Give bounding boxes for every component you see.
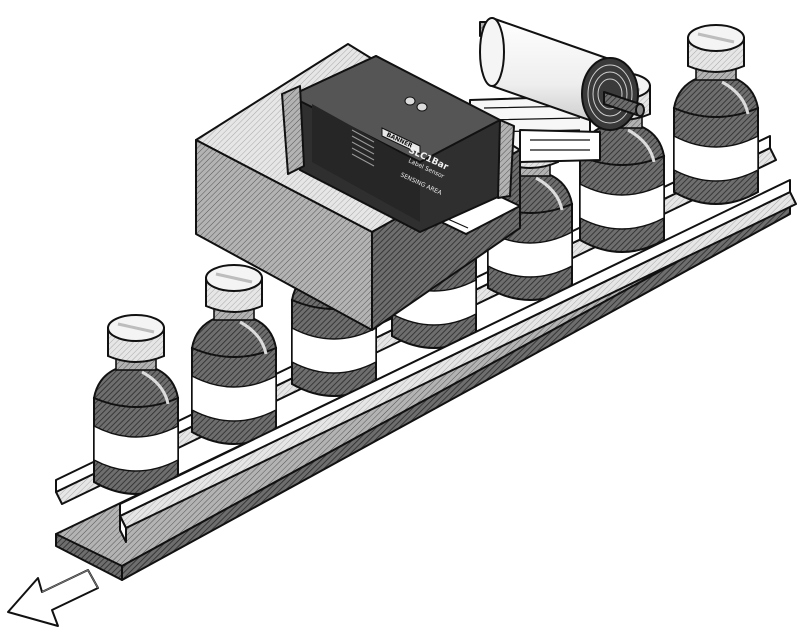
label-roll bbox=[479, 17, 645, 131]
bottle bbox=[672, 24, 760, 205]
status-led-icon bbox=[404, 96, 416, 106]
bottle bbox=[92, 314, 180, 495]
status-led-icon bbox=[416, 102, 428, 112]
bottle bbox=[190, 264, 278, 445]
conveyor-front-rail bbox=[119, 179, 797, 543]
direction-arrow-icon bbox=[7, 569, 99, 627]
bottle-row bbox=[92, 24, 760, 495]
label-sensor-head: BANNER SLC1Bar Label Sensor SENSING AREA bbox=[281, 55, 515, 233]
